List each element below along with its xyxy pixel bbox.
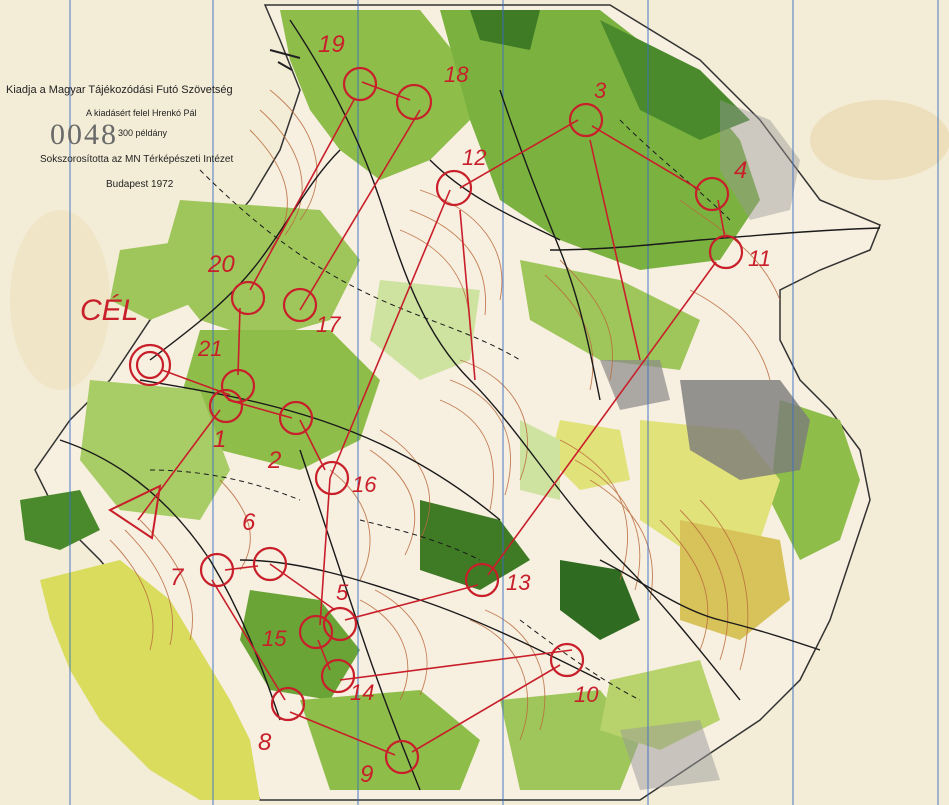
finish-label: CÉL [80,294,138,327]
imprint-block: Kiadja a Magyar Tájékozódási Futó Szövet… [0,0,300,220]
control-circle-17 [282,287,318,323]
control-circle-13 [464,562,500,598]
control-number-12: 12 [462,145,486,170]
control-circle-15 [298,614,334,650]
control-circle-1 [208,388,244,424]
control-number-17: 17 [316,312,341,337]
control-circle-7 [199,552,235,588]
control-number-3: 3 [594,78,607,103]
control-circle-16 [314,460,350,496]
control-number-6: 6 [242,509,256,536]
control-number-20: 20 [207,251,235,278]
control-number-5: 5 [336,580,349,605]
control-number-19: 19 [318,31,345,58]
control-number-2: 2 [267,447,281,474]
open-field-yellow [40,560,260,800]
course-legs [137,81,726,756]
imprint-responsible: A kiadásért felel Hrenkó Pál [86,108,197,118]
control-circle-3 [568,102,604,138]
control-number-15: 15 [262,626,287,651]
control-circle-18 [395,83,433,121]
control-circle-12 [435,169,473,207]
control-circle-5 [322,606,358,642]
control-number-7: 7 [170,564,185,591]
control-number-9: 9 [360,761,373,788]
finish-circle [128,343,172,387]
imprint-copies: 300 példány [118,128,168,138]
control-circle-20 [230,280,266,316]
control-circles [199,66,744,775]
control-number-1: 1 [213,426,226,453]
paper-stain [10,210,110,390]
control-circle-21 [220,368,256,404]
control-circle-11 [708,234,744,270]
control-circle-8 [270,686,306,722]
rock-area [600,100,810,790]
control-number-11: 11 [748,246,771,271]
control-circle-6 [252,546,288,582]
control-circle-9 [384,739,420,775]
control-circle-2 [278,400,314,436]
control-number-21: 21 [197,336,222,361]
control-number-18: 18 [444,62,469,87]
imprint-stamp-number: 0048 [50,118,118,151]
control-circle-19 [342,66,378,102]
control-circle-14 [320,658,356,694]
magnetic-north-lines [69,0,939,805]
control-number-8: 8 [258,729,272,756]
dashed-trails [149,119,731,701]
control-numbers: 1 2 16 12 3 4 11 13 5 6 7 8 9 10 14 15 1… [170,31,771,788]
imprint-publisher: Kiadja a Magyar Tájékozódási Futó Szövet… [6,84,233,96]
control-number-14: 14 [350,680,374,705]
control-number-10: 10 [574,682,599,707]
control-number-13: 13 [506,570,531,595]
imprint-place-year: Budapest 1972 [106,179,174,190]
control-number-4: 4 [734,157,747,184]
control-circle-10 [549,642,585,678]
start-triangle [107,484,162,540]
control-number-16: 16 [352,472,377,497]
scribble-marks [269,49,301,71]
control-circle-4 [694,176,730,212]
contour-lines [109,89,781,741]
paper-stain [810,100,949,180]
imprint-printer: Sokszorosította az MN Térképészeti Intéz… [40,154,234,165]
